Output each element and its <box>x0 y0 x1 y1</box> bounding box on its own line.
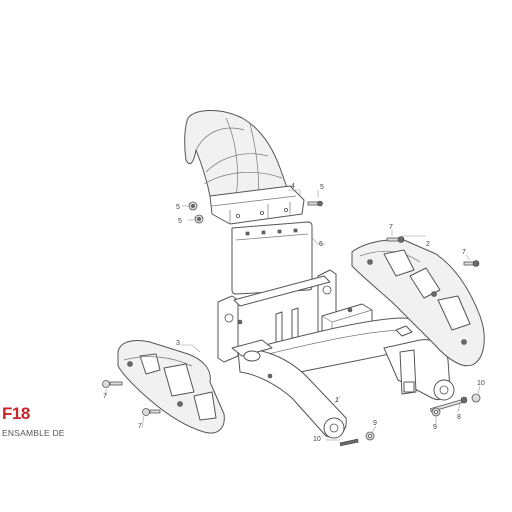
callout-bushing-right: 10 <box>477 380 485 387</box>
figure-code: F18 <box>2 404 30 423</box>
callout-numbers: 4 6 2 3 1 5 5 5 7 7 7 7 8 9 9 10 10 <box>103 183 485 443</box>
swingarm-frame <box>217 269 455 439</box>
nut-9-right <box>431 407 441 417</box>
callout-license-plate: 6 <box>319 241 323 248</box>
screw-7-right-top <box>386 236 405 243</box>
callout-heel-guard-right: 2 <box>426 241 430 248</box>
screw-7-left-bottom <box>142 408 161 416</box>
screw-7-left-side <box>102 380 123 388</box>
bushing-10-bottom <box>339 438 359 447</box>
figure-caption: ENSAMBLE DE <box>2 428 65 438</box>
bushing-10-right <box>471 393 481 403</box>
callout-nut-bottom: 9 <box>373 420 377 427</box>
callout-mudguard: 4 <box>291 183 295 190</box>
nut-9-bottom <box>365 431 375 441</box>
callout-screw-right-side: 7 <box>462 249 466 256</box>
callout-screw-right-top: 7 <box>389 224 393 231</box>
callout-axle-bolt: 8 <box>457 414 461 421</box>
callout-swingarm: 1 <box>335 397 339 404</box>
callout-heel-guard-left: 3 <box>176 340 180 347</box>
callout-screw-left-bottom: 7 <box>138 423 142 430</box>
bolt-5-top-left-b <box>194 214 204 224</box>
bolt-5-top-right <box>307 200 323 207</box>
callout-bolt-top-left-b: 5 <box>178 218 182 225</box>
leader-lines <box>105 189 481 441</box>
license-plate-holder <box>231 221 313 295</box>
bolt-5-top-left-a <box>188 201 198 211</box>
callout-bolt-top-right: 5 <box>320 184 324 191</box>
callout-bolt-top-left-a: 5 <box>176 204 180 211</box>
screw-7-right-side <box>463 260 480 267</box>
heel-guard-right <box>351 239 485 367</box>
rear-mudguard <box>184 110 305 225</box>
callout-screw-left-side: 7 <box>103 393 107 400</box>
heel-guard-left <box>117 339 225 434</box>
callout-bushing-bottom: 10 <box>313 436 321 443</box>
callout-nut-right: 9 <box>433 424 437 431</box>
axle-bolt-8 <box>429 396 468 413</box>
